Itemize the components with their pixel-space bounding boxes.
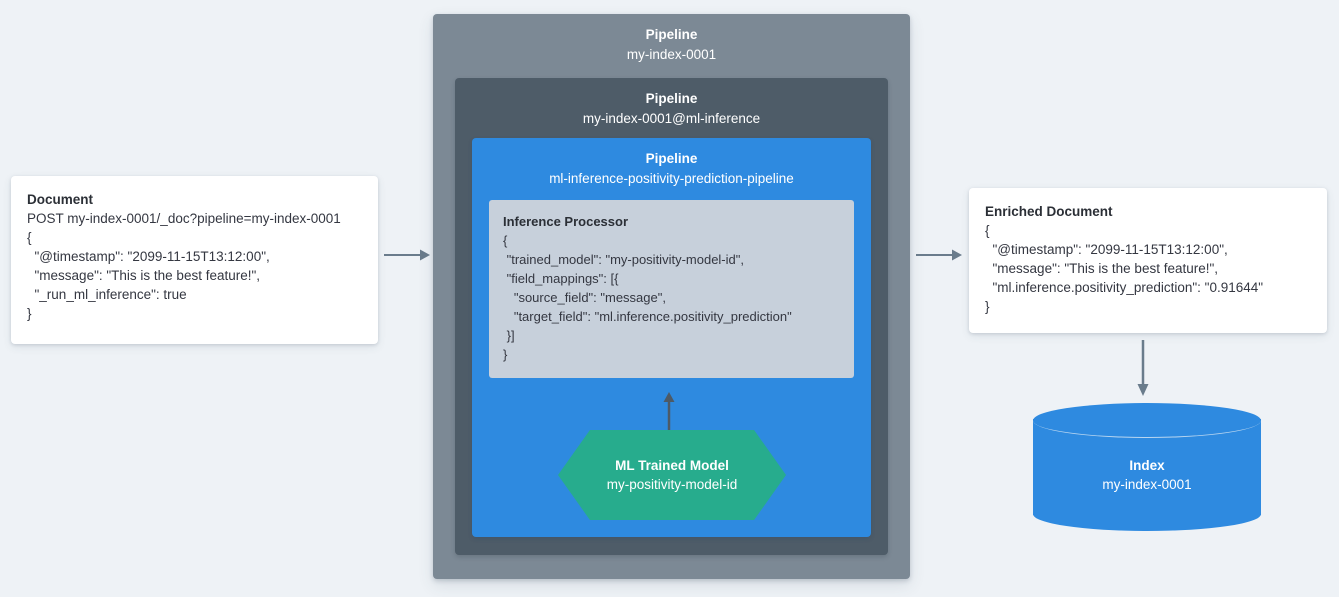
document-line: }	[27, 306, 32, 321]
inference-processor-line: "target_field": "ml.inference.positivity…	[503, 309, 792, 324]
pipeline-inner-label: Pipeline	[645, 151, 698, 166]
arrow-document-to-pipeline-icon	[384, 248, 430, 267]
enriched-document-line: }	[985, 299, 990, 314]
arrow-pipeline-to-enriched-icon	[916, 248, 962, 267]
pipeline-outer-label: Pipeline	[645, 27, 698, 42]
inference-processor-line: }]	[503, 328, 515, 343]
inference-processor-title: Inference Processor	[503, 214, 629, 229]
pipeline-middle-box: Pipeline my-index-0001@ml-inference Pipe…	[455, 78, 888, 555]
pipeline-middle-label: Pipeline	[645, 91, 698, 106]
index-label: Index	[1129, 458, 1165, 473]
document-title: Document	[27, 192, 94, 207]
ml-trained-model-hexagon: ML Trained Model my-positivity-model-id	[558, 430, 786, 520]
cylinder-top	[1033, 403, 1261, 438]
ml-model-value: my-positivity-model-id	[606, 477, 738, 492]
pipeline-outer-value: my-index-0001	[626, 47, 717, 62]
document-line: {	[27, 230, 32, 245]
index-text-group: Index my-index-0001	[1033, 403, 1261, 531]
arrow-enriched-to-index-icon	[1136, 340, 1150, 401]
inference-processor-panel: Inference Processor { "trained_model": "…	[489, 200, 854, 378]
enriched-document-line: "ml.inference.positivity_prediction": "0…	[985, 280, 1264, 295]
enriched-document-title: Enriched Document	[985, 204, 1113, 219]
arrow-model-to-processor-icon	[662, 392, 676, 439]
document-line: POST my-index-0001/_doc?pipeline=my-inde…	[27, 211, 341, 226]
index-cylinder: Index my-index-0001	[1033, 403, 1261, 531]
pipeline-middle-value: my-index-0001@ml-inference	[582, 111, 761, 126]
inference-processor-line: }	[503, 347, 508, 362]
inference-processor-line: "source_field": "message",	[503, 290, 666, 305]
document-card: Document POST my-index-0001/_doc?pipelin…	[11, 176, 378, 344]
inference-processor-line: "trained_model": "my-positivity-model-id…	[503, 252, 744, 267]
inference-processor-line: {	[503, 233, 508, 248]
inference-processor-line: "field_mappings": [{	[503, 271, 619, 286]
document-line: "_run_ml_inference": true	[27, 287, 187, 302]
pipeline-inner-box: Pipeline ml-inference-positivity-predict…	[472, 138, 871, 537]
document-line: "@timestamp": "2099-11-15T13:12:00",	[27, 249, 270, 264]
enriched-document-line: {	[985, 223, 990, 238]
pipeline-inner-value: ml-inference-positivity-prediction-pipel…	[549, 171, 794, 186]
ml-model-label: ML Trained Model	[615, 458, 729, 473]
enriched-document-line: "@timestamp": "2099-11-15T13:12:00",	[985, 242, 1228, 257]
enriched-document-line: "message": "This is the best feature!",	[985, 261, 1219, 276]
enriched-document-card: Enriched Document { "@timestamp": "2099-…	[969, 188, 1327, 333]
pipeline-outer-box: Pipeline my-index-0001 Pipeline my-index…	[433, 14, 910, 579]
index-value: my-index-0001	[1102, 477, 1192, 492]
document-line: "message": "This is the best feature!",	[27, 268, 261, 283]
